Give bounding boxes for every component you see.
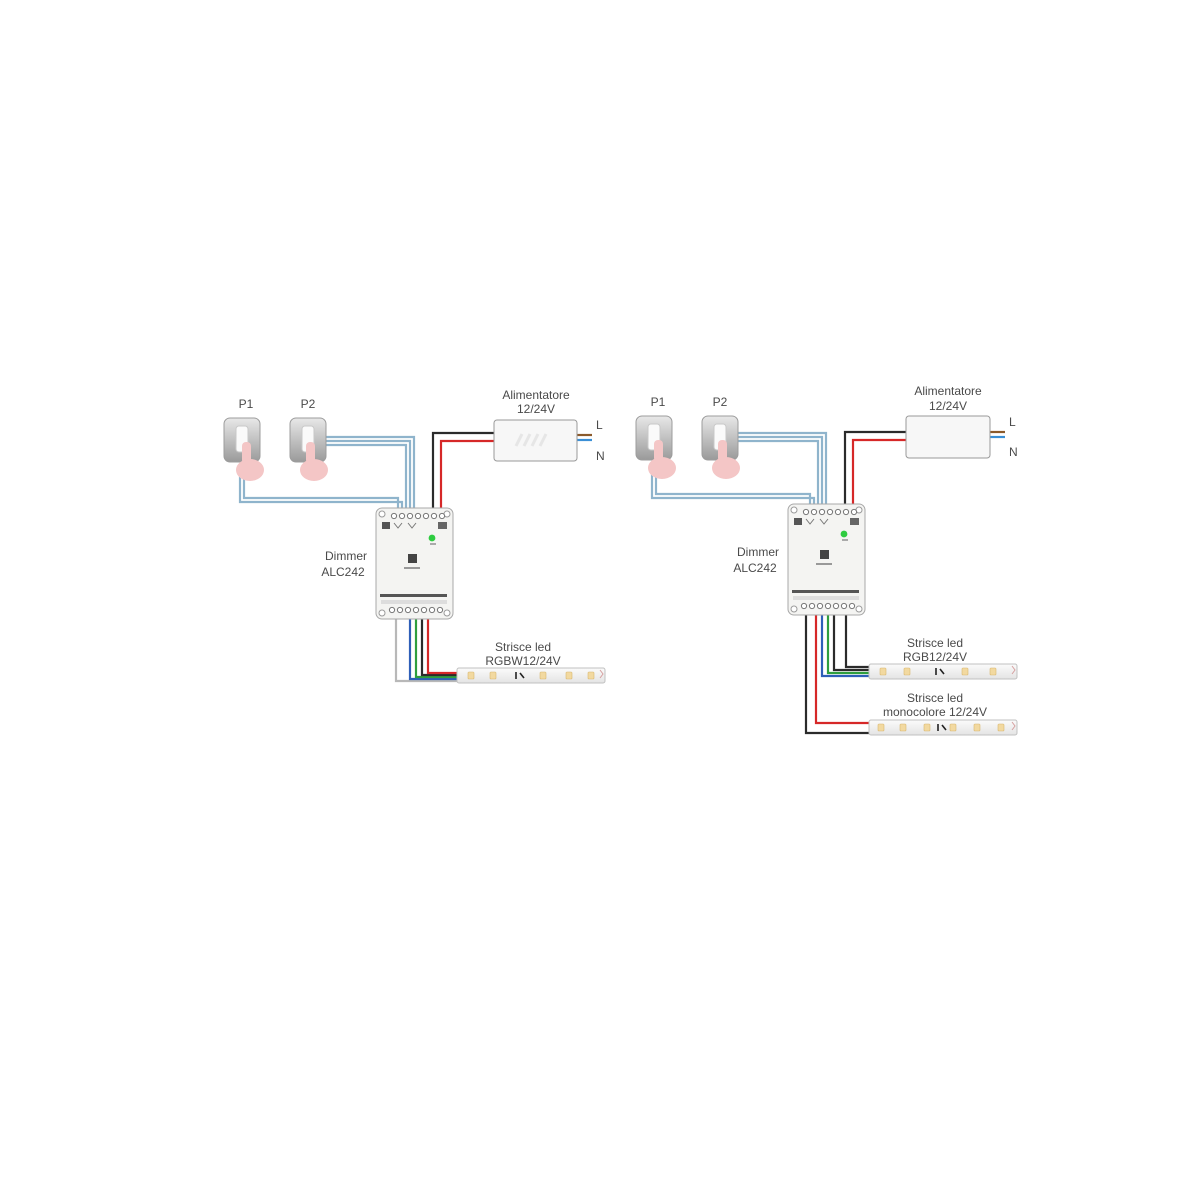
dimmer-module [787, 503, 866, 616]
mono-strip-wires [804, 614, 870, 735]
power-supply-voltage: 12/24V [929, 399, 967, 413]
brand-logo-icon [408, 554, 417, 563]
mono-positive-wire [814, 614, 870, 725]
psu-negative-wire [431, 431, 494, 510]
strip-wires [394, 618, 458, 683]
brand-logo-icon [820, 550, 829, 559]
led-strip-rgbw [456, 667, 606, 684]
right-diagram: P1 P2 Alimentatore 12/24V L N Dimmer ALC… [635, 384, 1018, 736]
p2-wire-common [322, 443, 408, 510]
pushbutton-p1-label: P1 [651, 395, 666, 409]
mains-neutral-label: N [1009, 445, 1018, 459]
strip-name: Strisce led [495, 640, 551, 654]
status-led [840, 530, 848, 538]
white-channel-wire [394, 618, 458, 683]
pushbutton-p2[interactable] [701, 415, 740, 479]
green-channel-wire [414, 618, 458, 679]
finger-press-icon [300, 459, 328, 481]
pushbutton-p1-label: P1 [239, 397, 254, 411]
psu-positive-wire [439, 439, 494, 510]
p2-wire-outer [322, 435, 416, 510]
pushbutton-wires [238, 435, 416, 510]
rgb-strip-wires [820, 614, 870, 678]
led-strip-monocolor [868, 719, 1018, 736]
pushbutton-p2-label: P2 [301, 397, 316, 411]
dimmer-name: Dimmer [737, 545, 779, 559]
power-supply-box [493, 419, 578, 462]
mains-line-label: L [596, 418, 603, 432]
strip-type: RGBW12/24V [485, 654, 560, 668]
dimmer-name: Dimmer [325, 549, 367, 563]
red-channel-wire [420, 618, 458, 677]
strip-positive-wire [426, 618, 458, 675]
dimmer-top-terminals [378, 510, 451, 529]
finger-press-icon [648, 457, 676, 479]
p2-wire-inner [734, 435, 824, 506]
blue-channel-wire [820, 614, 870, 678]
pushbutton-p2[interactable] [289, 417, 328, 481]
led-strip-rgb [868, 663, 1018, 680]
power-supply-name: Alimentatore [502, 388, 570, 402]
p2-wire-outer [734, 431, 828, 506]
finger-press-icon [712, 457, 740, 479]
power-supply-voltage: 12/24V [517, 402, 555, 416]
pushbutton-wires [650, 431, 828, 506]
finger-press-icon [236, 459, 264, 481]
psu-negative-wire [843, 430, 906, 506]
strip-mono-type: monocolore 12/24V [883, 705, 987, 719]
pushbutton-p2-label: P2 [713, 395, 728, 409]
status-led [428, 534, 436, 542]
rgb-common-wire [844, 614, 870, 669]
power-supply-box [905, 415, 991, 459]
mains-line-label: L [1009, 415, 1016, 429]
pushbutton-p1[interactable] [635, 415, 676, 479]
p1-wire-inner [242, 476, 400, 510]
power-supply-name: Alimentatore [914, 384, 982, 398]
strip-mono-name: Strisce led [907, 691, 963, 705]
dimmer-bottom-terminals [790, 596, 863, 613]
dimmer-bottom-terminals [378, 600, 451, 617]
pushbutton-p1[interactable] [223, 417, 264, 481]
p1-wire-outer [238, 476, 404, 510]
blue-channel-wire [408, 618, 458, 681]
dimmer-model: ALC242 [733, 561, 777, 575]
mains-neutral-label: N [596, 449, 605, 463]
p2-wire-inner [322, 439, 412, 510]
mono-negative-wire [804, 614, 870, 735]
p2-wire-common [734, 439, 820, 506]
dimmer-top-terminals [790, 506, 863, 525]
green-channel-wire [826, 614, 870, 675]
p1-wire-inner [654, 474, 812, 506]
strip-rgb-name: Strisce led [907, 636, 963, 650]
p1-wire-outer [650, 474, 816, 506]
dimmer-model: ALC242 [321, 565, 365, 579]
psu-positive-wire [851, 438, 906, 506]
strip-rgb-type: RGB12/24V [903, 650, 967, 664]
dimmer-module [375, 507, 454, 620]
left-diagram: P1 P2 Alimentatore 12/24V L N Dimmer ALC… [223, 388, 606, 684]
red-channel-wire [832, 614, 870, 672]
